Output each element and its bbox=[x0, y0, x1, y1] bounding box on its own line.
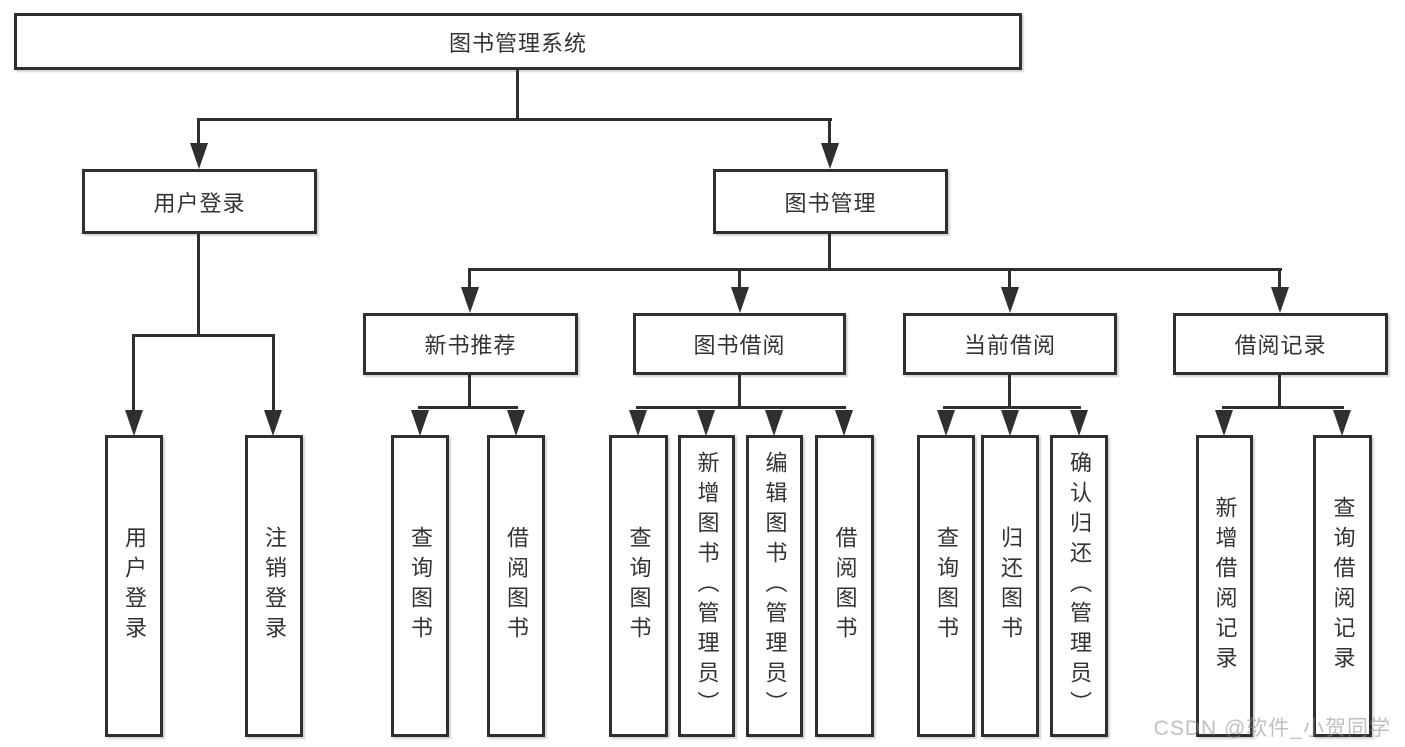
arrow-down-icon bbox=[697, 410, 715, 436]
arrow-down-icon bbox=[461, 287, 479, 313]
arrow-down-icon bbox=[1070, 410, 1088, 436]
arrow-down-icon bbox=[507, 410, 525, 436]
node-label: 注销登录 bbox=[262, 526, 287, 646]
node-label: 图书管理 bbox=[784, 190, 877, 216]
leaf-edit-books-admin: 编辑图书（管理员） bbox=[746, 435, 803, 737]
connector-line bbox=[468, 374, 471, 409]
node-book-borrowing: 图书借阅 bbox=[633, 313, 846, 375]
node-label: 查询图书 bbox=[626, 526, 652, 646]
arrow-down-icon bbox=[1333, 410, 1351, 436]
arrow-down-icon bbox=[731, 287, 749, 313]
arrow-down-icon bbox=[411, 410, 429, 436]
arrow-down-icon bbox=[821, 143, 839, 169]
arrow-down-icon bbox=[835, 410, 853, 436]
node-label: 借阅记录 bbox=[1234, 333, 1327, 358]
connector-line bbox=[132, 334, 275, 337]
leaf-confirm-return-admin: 确认归还（管理员） bbox=[1050, 435, 1108, 737]
connector-line bbox=[197, 118, 200, 145]
leaf-logout: 注销登录 bbox=[245, 435, 303, 737]
arrow-down-icon bbox=[765, 410, 783, 436]
connector-line bbox=[197, 233, 200, 336]
node-label: 查询图书 bbox=[934, 526, 959, 646]
node-library-system: 图书管理系统 bbox=[14, 13, 1022, 70]
node-user-login: 用户登录 bbox=[82, 169, 317, 234]
connector-line bbox=[272, 334, 275, 412]
node-label: 确认归还（管理员） bbox=[1067, 451, 1092, 721]
leaf-search-books-recommend: 查询图书 bbox=[391, 435, 449, 737]
arrow-down-icon bbox=[264, 410, 282, 436]
node-new-book-recommendation: 新书推荐 bbox=[363, 313, 578, 375]
leaf-borrow-books-recommend: 借阅图书 bbox=[487, 435, 545, 737]
watermark-text: CSDN @软件_小贺同学 bbox=[1153, 717, 1391, 740]
connector-line bbox=[468, 268, 1282, 271]
leaf-return-books: 归还图书 bbox=[981, 435, 1039, 737]
node-label: 新书推荐 bbox=[424, 333, 517, 358]
node-label: 新增借阅记录 bbox=[1212, 496, 1238, 676]
leaf-borrow-books-borrowing: 借阅图书 bbox=[815, 435, 874, 737]
connector-line bbox=[516, 70, 519, 121]
connector-line bbox=[738, 374, 741, 409]
connector-line bbox=[738, 268, 741, 290]
connector-line bbox=[1278, 374, 1281, 409]
connector-line bbox=[1278, 268, 1281, 290]
leaf-user-login: 用户登录 bbox=[105, 435, 163, 737]
node-label: 编辑图书（管理员） bbox=[762, 451, 788, 721]
node-label: 图书借阅 bbox=[693, 333, 786, 358]
connector-line bbox=[418, 406, 518, 409]
node-label: 用户登录 bbox=[122, 526, 147, 646]
arrow-down-icon bbox=[125, 410, 143, 436]
node-book-management: 图书管理 bbox=[713, 169, 948, 234]
node-label: 借阅图书 bbox=[832, 526, 858, 646]
node-label: 归还图书 bbox=[998, 526, 1023, 646]
leaf-search-borrow-record: 查询借阅记录 bbox=[1313, 435, 1372, 737]
node-label: 借阅图书 bbox=[504, 526, 529, 646]
node-label: 查询图书 bbox=[408, 526, 433, 646]
connector-line bbox=[1008, 374, 1011, 409]
leaf-search-books-borrowing: 查询图书 bbox=[609, 435, 668, 737]
arrow-down-icon bbox=[1001, 287, 1019, 313]
connector-line bbox=[198, 118, 832, 121]
arrow-down-icon bbox=[937, 410, 955, 436]
arrow-down-icon bbox=[1271, 287, 1289, 313]
leaf-add-borrow-record: 新增借阅记录 bbox=[1196, 435, 1253, 737]
node-label: 查询借阅记录 bbox=[1330, 496, 1356, 676]
connector-line bbox=[132, 334, 135, 412]
leaf-add-books-admin: 新增图书（管理员） bbox=[678, 435, 735, 737]
node-label: 用户登录 bbox=[153, 190, 246, 216]
arrow-down-icon bbox=[1215, 410, 1233, 436]
connector-line bbox=[636, 406, 846, 409]
arrow-down-icon bbox=[629, 410, 647, 436]
connector-line bbox=[468, 268, 471, 290]
node-label: 新增图书（管理员） bbox=[694, 451, 720, 721]
connector-line bbox=[828, 118, 831, 145]
node-current-borrowing: 当前借阅 bbox=[903, 313, 1117, 375]
connector-line bbox=[943, 406, 1081, 409]
node-label: 图书管理系统 bbox=[448, 30, 587, 56]
connector-line bbox=[1008, 268, 1011, 290]
node-label: 当前借阅 bbox=[963, 333, 1056, 358]
arrow-down-icon bbox=[1001, 410, 1019, 436]
node-borrowing-records: 借阅记录 bbox=[1173, 313, 1388, 375]
connector-line bbox=[828, 233, 831, 271]
arrow-down-icon bbox=[190, 143, 208, 169]
connector-line bbox=[1222, 406, 1344, 409]
leaf-search-books-current: 查询图书 bbox=[917, 435, 975, 737]
